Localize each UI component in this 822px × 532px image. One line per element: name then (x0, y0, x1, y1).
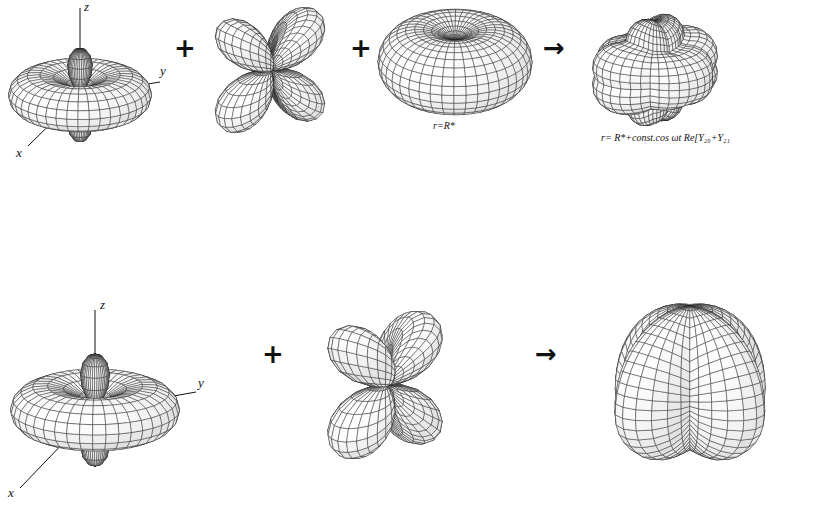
figure-stage: zyxr=R*r= R*+const.cos ωt Re[Y₂₀+Y₂₁zxy+… (0, 0, 822, 532)
